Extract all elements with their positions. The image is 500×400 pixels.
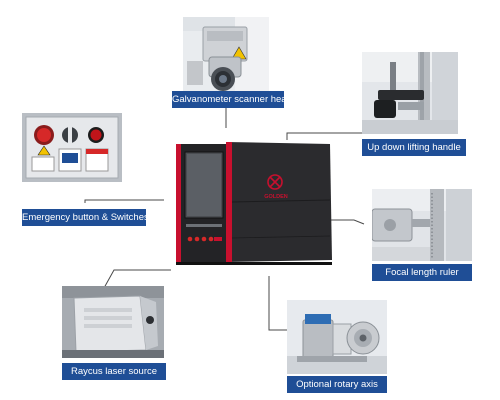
connector-focal (330, 219, 365, 225)
connector-handle (286, 132, 362, 140)
xtl-logo-icon (267, 174, 283, 190)
focal-ruler-photo (372, 189, 472, 261)
emergency-switches-label: Emergency button & Switches (22, 209, 149, 226)
focal-ruler-label: Focal length ruler (372, 264, 472, 281)
rotary-axis-photo (287, 300, 387, 374)
emergency-switches-photo (22, 113, 122, 182)
brand-text: GOLDEN (264, 194, 288, 200)
lifting-handle-label: Up down lifting handle (362, 139, 466, 156)
connector-rotary (268, 276, 287, 331)
connector-laser (103, 269, 171, 289)
scanner-head-photo (183, 17, 269, 93)
laser-source-photo (62, 286, 164, 358)
scanner-head-label: Galvanometer scanner head (172, 91, 292, 108)
laser-source-label: Raycus laser source (62, 363, 166, 380)
lifting-handle-photo (362, 52, 458, 134)
laser-machine: GOLDEN (164, 138, 336, 266)
connector-emergency (84, 199, 164, 203)
rotary-axis-label: Optional rotary axis (287, 376, 387, 393)
